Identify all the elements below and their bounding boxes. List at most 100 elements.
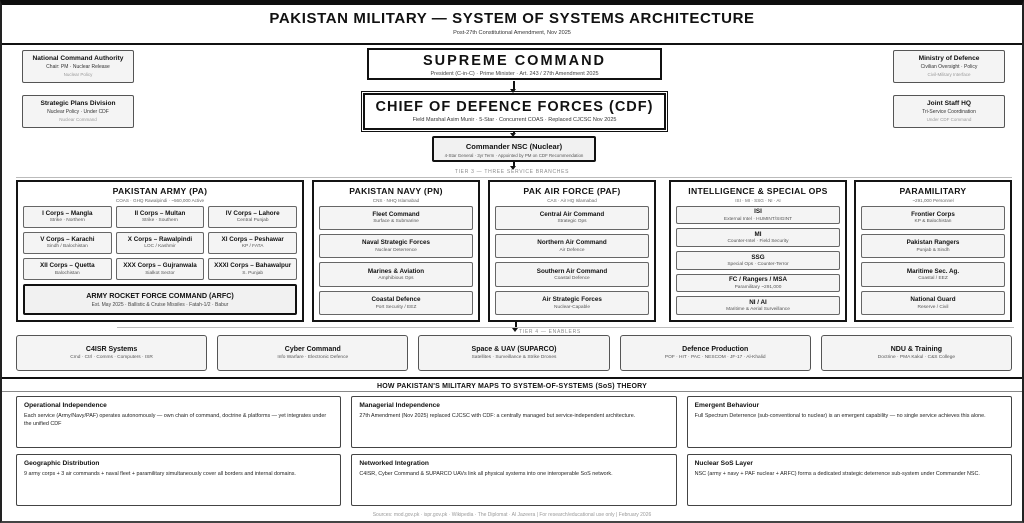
spd-title: Strategic Plans Division [40, 100, 116, 107]
mod-sub: Civilian Oversight · Policy [920, 64, 978, 70]
cdf-title: CHIEF OF DEFENCE FORCES (CDF) [375, 99, 654, 115]
page-subtitle: Post-27th Constitutional Amendment, Nov … [453, 29, 571, 36]
page-header: PAKISTAN MILITARY — SYSTEM OF SYSTEMS AR… [2, 5, 1022, 45]
nca-note: Nuclear Policy [63, 72, 93, 77]
nsc-title: Commander NSC (Nuclear) [465, 142, 563, 151]
mod-note: Civil-Military Interface [927, 72, 971, 77]
jshq-box: Joint Staff HQ Tri-Service Coordination … [893, 95, 1005, 128]
branch-intel: INTELLIGENCE & SPECIAL OPS ISI · MI · SS… [669, 180, 847, 322]
branch-navy: PAKISTAN NAVY (PN) CNS · NHQ Islamabad F… [312, 180, 480, 322]
nsc-box: Commander NSC (Nuclear) 4-Star General ·… [432, 136, 596, 162]
supreme-command-sub: President (C-in-C) · Prime Minister · Ar… [430, 70, 599, 77]
branch-army: PAKISTAN ARMY (PA) COAS · GHQ Rawalpindi… [16, 180, 304, 322]
branch-paramilitary-title: PARAMILITARY [899, 186, 967, 196]
branch-paf: PAK AIR FORCE (PAF) CAS · Air HQ Islamab… [488, 180, 656, 322]
arrow-supreme-to-cdf [510, 81, 516, 93]
theory-header-band: HOW PAKISTAN'S MILITARY MAPS TO SYSTEM-O… [2, 377, 1022, 392]
unit-box: Maritime Sec. Ag.Coastal / EEZ [861, 262, 1005, 287]
nca-title: National Command Authority [32, 55, 124, 62]
arrow-to-tier4 [512, 322, 518, 332]
enabler-space-uav: Space & UAV (SUPARCO)Satellites · Survei… [418, 335, 610, 371]
branch-army-header: PAKISTAN ARMY (PA) COAS · GHQ Rawalpindi… [23, 186, 297, 203]
branch-paf-header: PAK AIR FORCE (PAF) CAS · Air HQ Islamab… [495, 186, 649, 203]
cdf-box: CHIEF OF DEFENCE FORCES (CDF) Field Mars… [360, 90, 669, 133]
mod-box: Ministry of Defence Civilian Oversight ·… [893, 50, 1005, 83]
spd-sub: Nuclear Policy · Under CDF [47, 109, 109, 115]
branch-intel-header: INTELLIGENCE & SPECIAL OPS ISI · MI · SS… [676, 186, 840, 203]
branch-navy-header: PAKISTAN NAVY (PN) CNS · NHQ Islamabad [319, 186, 473, 203]
supreme-command-title: SUPREME COMMAND [422, 53, 607, 69]
jshq-title: Joint Staff HQ [927, 100, 971, 107]
jshq-note: Under CDF Command [926, 117, 972, 122]
branch-intel-title: INTELLIGENCE & SPECIAL OPS [688, 186, 828, 196]
page-title: PAKISTAN MILITARY — SYSTEM OF SYSTEMS AR… [269, 10, 755, 27]
branch-navy-sub: CNS · NHQ Islamabad [372, 197, 420, 203]
jshq-sub: Tri-Service Coordination [922, 109, 976, 115]
theory-title: HOW PAKISTAN'S MILITARY MAPS TO SYSTEM-O… [377, 382, 647, 390]
tier4-divider-line [117, 327, 1014, 328]
arrow-nsc-to-tier3 [510, 162, 516, 170]
branch-paf-sub: CAS · Air HQ Islamabad [547, 197, 597, 203]
tier4-label: TIER 4 — ENABLERS [519, 329, 581, 335]
branch-paf-title: PAK AIR FORCE (PAF) [523, 186, 621, 196]
arfc-sub: Est. May 2025 · Ballistic & Cruise Missi… [91, 302, 229, 308]
cdf-sub: Field Marshal Asim Munir · 5-Star · Conc… [412, 117, 617, 123]
sources-footer: Sources: mod.gov.pk · ispr.gov.pk · Wiki… [372, 512, 652, 518]
arfc-title: ARMY ROCKET FORCE COMMAND (ARFC) [86, 291, 234, 300]
tier3-label: TIER 3 — THREE SERVICE BRANCHES [454, 169, 570, 175]
nca-box: National Command Authority Chair: PM · N… [22, 50, 134, 83]
arrow-cdf-to-nsc [510, 131, 516, 137]
branch-intel-sub: ISI · MI · SSG · NI · AI [735, 197, 781, 203]
branch-army-title: PAKISTAN ARMY (PA) [112, 186, 208, 196]
spd-note: Nuclear Command [59, 117, 97, 122]
nca-sub: Chair: PM · Nuclear Release [46, 64, 110, 70]
branch-army-sub: COAS · GHQ Rawalpindi · ~560,000 Active [115, 197, 205, 203]
supreme-command-box: SUPREME COMMAND President (C-in-C) · Pri… [367, 48, 662, 80]
branch-paramilitary-sub: ~291,000 Personnel [912, 197, 954, 203]
tier3-divider-line [16, 176, 1012, 178]
mod-title: Ministry of Defence [918, 55, 980, 62]
